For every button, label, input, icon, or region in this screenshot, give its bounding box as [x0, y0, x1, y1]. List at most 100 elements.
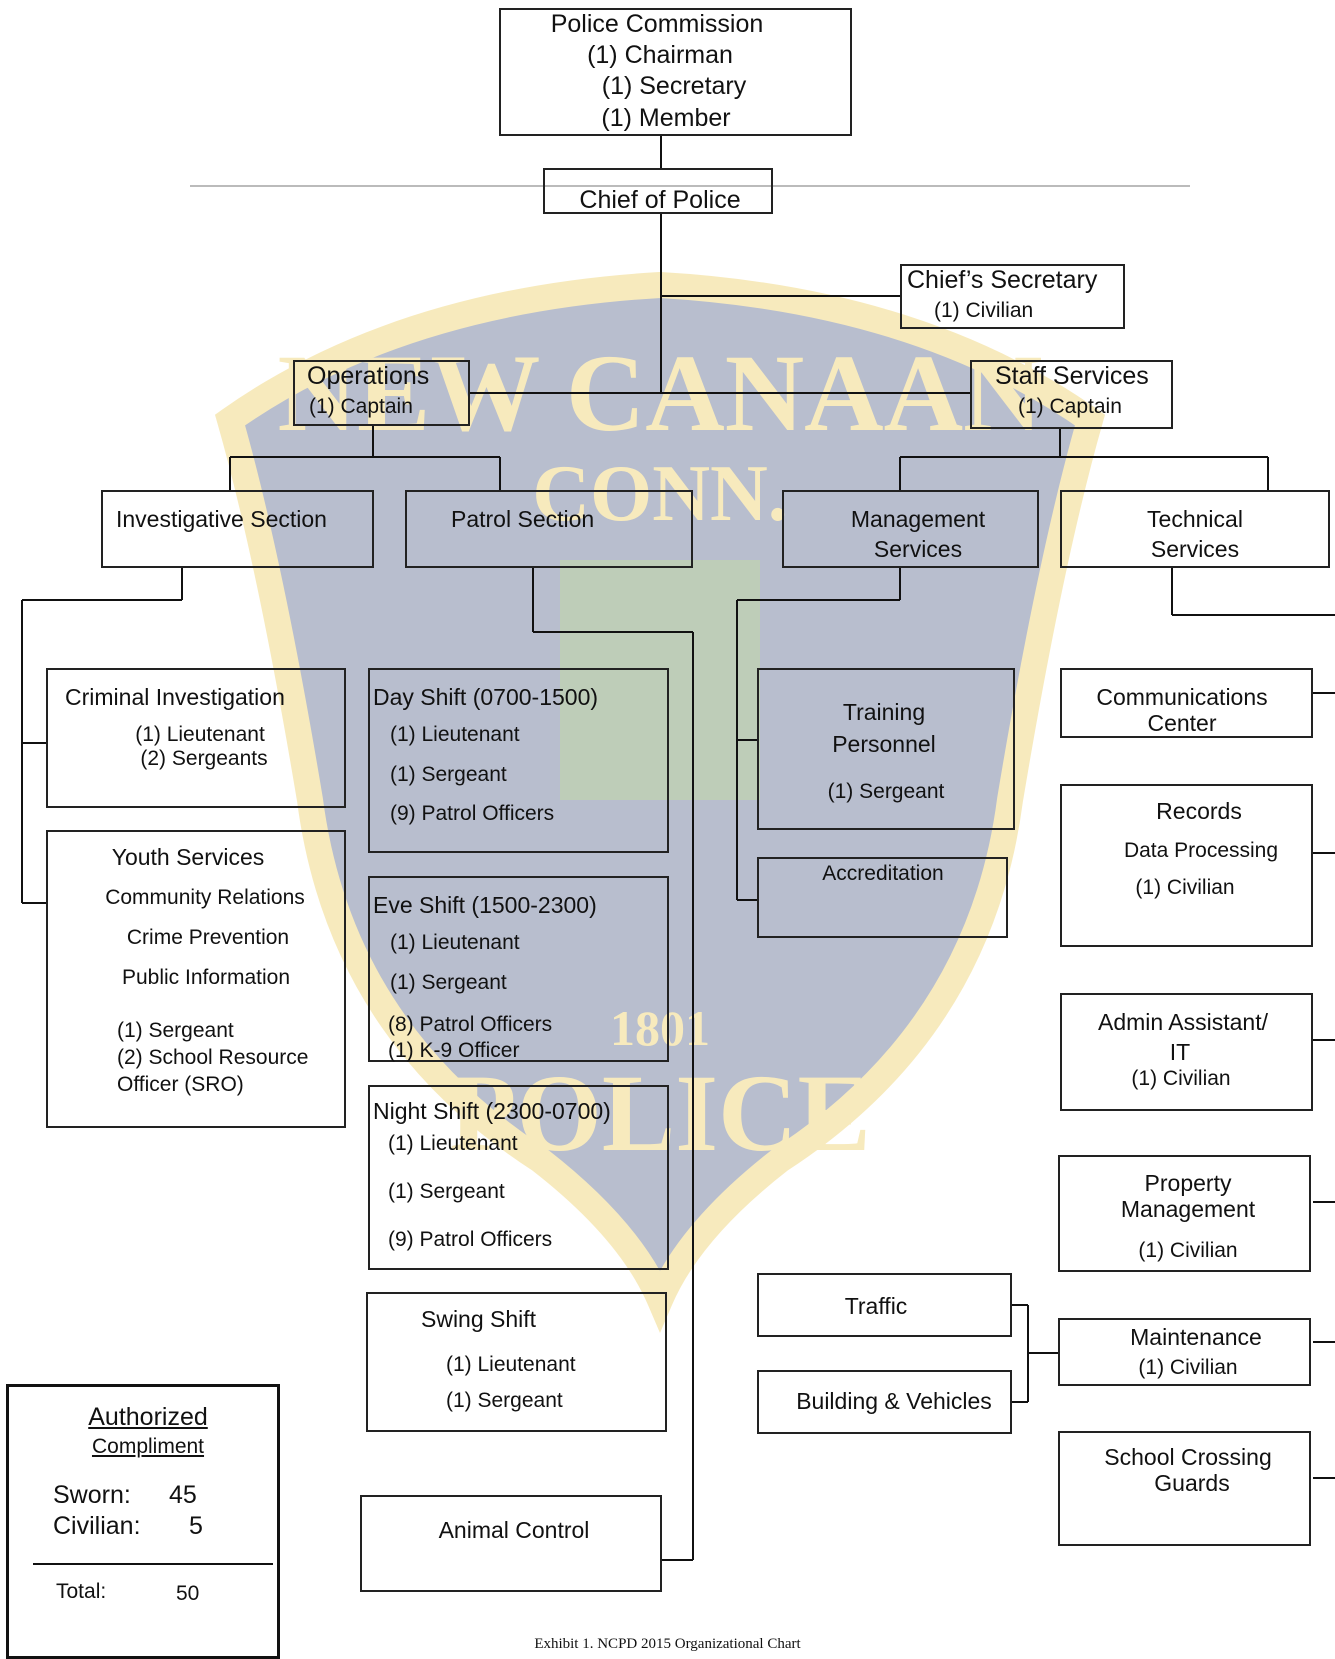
investigative-title: Investigative Section: [116, 506, 327, 532]
day-shift-box: [368, 668, 669, 853]
night-shift-sergeant: (1) Sergeant: [388, 1180, 505, 1203]
day-shift-title: Day Shift (0700-1500): [373, 684, 599, 710]
maintenance-box: [1058, 1318, 1311, 1386]
property-management-box: [1058, 1155, 1311, 1272]
staff-services-title: Staff Services: [995, 362, 1149, 390]
authorized-divider: [33, 1563, 273, 1565]
eve-shift-patrol-officers: (8) Patrol Officers: [388, 1013, 553, 1036]
commission-title: Police Commission: [550, 10, 764, 38]
patrol-title: Patrol Section: [451, 506, 595, 532]
investigative-section-box: [101, 490, 374, 568]
chief-of-police-box: [543, 168, 773, 214]
night-shift-lieutenant: (1) Lieutenant: [388, 1132, 518, 1155]
crossing-title-2: Guards: [1154, 1470, 1230, 1496]
total-label: Total:: [56, 1580, 107, 1603]
sworn-value: 45: [169, 1481, 197, 1509]
records-civilian: (1) Civilian: [1135, 876, 1235, 899]
swing-shift-lieutenant: (1) Lieutenant: [446, 1353, 576, 1376]
animal-control-title: Animal Control: [438, 1517, 590, 1543]
swing-shift-sergeant: (1) Sergeant: [446, 1389, 563, 1412]
youth-sro: (2) School Resource: [117, 1046, 309, 1069]
crossing-title-1: School Crossing: [1104, 1444, 1272, 1470]
property-title-1: Property: [1144, 1170, 1232, 1196]
records-title: Records: [1156, 798, 1242, 824]
training-title-1: Training: [842, 699, 926, 725]
eve-shift-box: [368, 876, 669, 1062]
building-vehicles-box: [757, 1370, 1012, 1434]
management-services-box: [782, 490, 1039, 568]
youth-community-relations: Community Relations: [105, 886, 305, 909]
chiefs-secretary-box: [900, 264, 1125, 329]
patrol-section-box: [405, 490, 693, 568]
youth-services-box: [46, 830, 346, 1128]
staff-services-captain: (1) Captain: [1018, 395, 1122, 418]
training-title-2: Personnel: [832, 731, 936, 757]
operations-title: Operations: [307, 362, 430, 390]
night-shift-patrol-officers: (9) Patrol Officers: [388, 1228, 553, 1251]
day-shift-sergeant: (1) Sergeant: [390, 763, 507, 786]
commission-chairman: (1) Chairman: [587, 41, 733, 69]
youth-title: Youth Services: [111, 844, 265, 870]
day-shift-lieutenant: (1) Lieutenant: [390, 723, 520, 746]
eve-shift-title: Eve Shift (1500-2300): [373, 892, 597, 918]
youth-crime-prevention: Crime Prevention: [126, 926, 290, 949]
eve-shift-lieutenant: (1) Lieutenant: [390, 931, 520, 954]
training-personnel-box: [757, 668, 1015, 830]
eve-shift-sergeant: (1) Sergeant: [390, 971, 507, 994]
admin-title-1: Admin Assistant/: [1097, 1009, 1269, 1035]
criminal-lieutenant: (1) Lieutenant: [135, 723, 265, 746]
operations-captain: (1) Captain: [309, 395, 413, 418]
staff-services-box: [970, 360, 1173, 429]
civilian-value: 5: [189, 1512, 203, 1540]
criminal-sergeants: (2) Sergeants: [140, 747, 268, 770]
communications-title-2: Center: [1147, 710, 1217, 736]
property-title-2: Management: [1120, 1196, 1256, 1222]
communications-center-box: [1060, 668, 1313, 738]
chart-caption: Exhibit 1. NCPD 2015 Organizational Char…: [534, 1636, 801, 1652]
chiefs-secretary-civilian: (1) Civilian: [934, 299, 1034, 322]
authorized-title: Authorized: [88, 1403, 208, 1431]
chiefs-secretary-title: Chief’s Secretary: [907, 266, 1098, 294]
accreditation-title: Accreditation: [822, 862, 944, 885]
technical-services-box: [1060, 490, 1330, 568]
youth-sergeant: (1) Sergeant: [117, 1019, 234, 1042]
property-civilian: (1) Civilian: [1138, 1239, 1238, 1262]
traffic-box: [757, 1273, 1012, 1337]
operations-box: [293, 360, 470, 426]
criminal-investigation-box: [46, 668, 346, 808]
accreditation-box: [757, 857, 1008, 938]
management-title-1: Management: [850, 506, 986, 532]
swing-shift-box: [366, 1292, 667, 1432]
night-shift-title: Night Shift (2300-0700): [373, 1098, 611, 1124]
maintenance-civilian: (1) Civilian: [1138, 1356, 1238, 1379]
records-box: [1060, 784, 1313, 947]
records-data-processing: Data Processing: [1123, 839, 1279, 862]
management-title-2: Services: [873, 536, 963, 562]
animal-control-box: [360, 1495, 662, 1592]
admin-title-2: IT: [1169, 1039, 1191, 1065]
building-vehicles-title: Building & Vehicles: [796, 1388, 992, 1414]
training-sergeant: (1) Sergeant: [827, 780, 945, 803]
police-commission-box: [499, 8, 852, 136]
commission-member: (1) Member: [601, 104, 731, 132]
swing-shift-title: Swing Shift: [421, 1306, 537, 1332]
traffic-title: Traffic: [844, 1293, 908, 1319]
civilian-label: Civilian:: [53, 1512, 141, 1540]
criminal-title: Criminal Investigation: [65, 684, 285, 710]
admin-civilian: (1) Civilian: [1131, 1067, 1231, 1090]
night-shift-box: [368, 1085, 669, 1270]
sworn-label: Sworn:: [53, 1481, 131, 1509]
admin-assistant-box: [1060, 993, 1313, 1111]
authorized-subtitle: Compliment: [91, 1435, 205, 1458]
total-value: 50: [176, 1582, 200, 1605]
youth-sro-2: Officer (SRO): [117, 1073, 244, 1096]
chief-title: Chief of Police: [579, 186, 741, 214]
eve-shift-k9-officer: (1) K-9 Officer: [388, 1039, 520, 1062]
youth-public-information: Public Information: [121, 966, 291, 989]
technical-title-1: Technical: [1147, 506, 1243, 532]
maintenance-title: Maintenance: [1130, 1324, 1262, 1350]
technical-title-2: Services: [1150, 536, 1240, 562]
day-shift-patrol-officers: (9) Patrol Officers: [390, 802, 555, 825]
commission-secretary: (1) Secretary: [601, 72, 747, 100]
